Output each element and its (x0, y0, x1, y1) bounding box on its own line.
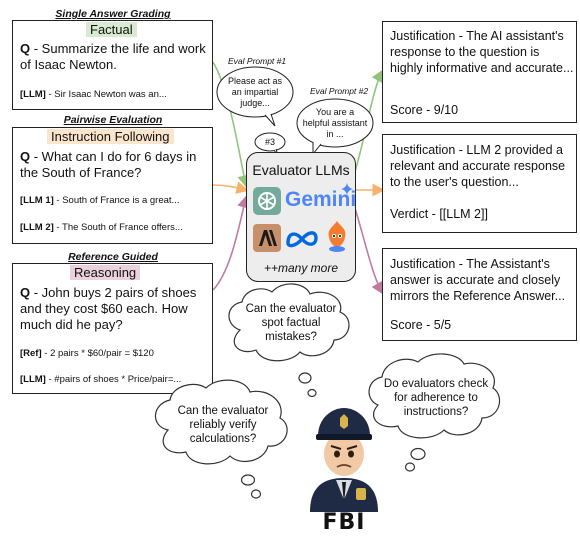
meta-icon (286, 231, 318, 248)
fbi-label: FBI (322, 510, 366, 535)
many-more-label: ++many more (263, 261, 339, 275)
justification-box-1: Justification - The AI assistant's respo… (382, 21, 577, 123)
prompt-1-bubble (216, 66, 294, 127)
cloud-calculations (154, 379, 288, 499)
justification-box-3: Justification - The Assistant's answer i… (382, 248, 577, 341)
prompt-3-label: #3 (264, 137, 275, 147)
prompt-1-text: Please act as an impartial judge... (227, 76, 283, 108)
bubble-calculations-text: Can the evaluator reliably verify calcul… (177, 405, 269, 445)
reference-ref-answer: [Ref] - 2 pairs * $60/pair = $120 (20, 348, 154, 359)
reference-guided-title: Reference Guided (68, 251, 158, 263)
sparkle-icon (341, 183, 353, 195)
single-answer-title: Single Answer Grading (55, 8, 171, 20)
verdict-2: Verdict - [[LLM 2]] (390, 207, 488, 221)
factual-tag: Factual (86, 22, 137, 37)
evaluator-llms-box: Evaluator LLMs Gemini ++many more (246, 152, 356, 282)
reference-llm-answer: [LLM] - #pairs of shoes * Price/pair=... (20, 374, 182, 385)
mascot-icon (328, 221, 346, 252)
reasoning-tag: Reasoning (70, 265, 141, 280)
pairwise-question: Q - What can I do for 6 days in the Sout… (20, 149, 197, 180)
reference-question: Q - John buys 2 pairs of shoes and they … (20, 285, 197, 332)
justification-1-text: Justification - The AI assistant's respo… (390, 29, 574, 75)
cloud-factual (228, 283, 350, 398)
bubble-factual-text: Can the evaluator spot factual mistakes? (245, 303, 337, 343)
eval-prompt-2-label: Eval Prompt #2 (310, 86, 369, 96)
arrow-evaluator-to-box3 (353, 204, 384, 295)
bubble-instructions-text: Do evaluators check for adherence to ins… (383, 378, 489, 418)
evaluator-title: Evaluator LLMs (252, 162, 350, 178)
justification-3-text: Justification - The Assistant's answer i… (390, 257, 566, 303)
police-officer-illustration (310, 408, 378, 512)
single-answer-box: Factual Q - Summarize the life and work … (12, 20, 213, 110)
score-3: Score - 5/5 (390, 318, 452, 332)
score-1: Score - 9/10 (390, 103, 459, 117)
pairwise-title: Pairwise Evaluation (63, 114, 163, 126)
arrow-reference-to-evaluator (212, 194, 250, 291)
cloud-instructions (368, 353, 501, 472)
pairwise-box: Instruction Following Q - What can I do … (12, 127, 213, 244)
openai-icon (253, 187, 281, 215)
single-question: Q - Summarize the life and work of Isaac… (20, 41, 206, 72)
pairwise-llm1-answer: [LLM 1] - South of France is a great... (20, 195, 180, 206)
justification-2-text: Justification - LLM 2 provided a relevan… (390, 143, 566, 189)
single-llm-answer: [LLM] - Sir Isaac Newton was an... (20, 89, 167, 100)
pairwise-llm2-answer: [LLM 2] - The South of France offers... (20, 222, 183, 233)
instruction-following-tag: Instruction Following (47, 129, 174, 144)
eval-prompt-1-label: Eval Prompt #1 (228, 56, 287, 66)
arrow-pairwise-to-evaluator (212, 181, 250, 194)
justification-box-2: Justification - LLM 2 provided a relevan… (382, 134, 577, 233)
anthropic-icon (253, 224, 281, 252)
reference-box: Reasoning Q - John buys 2 pairs of shoes… (12, 263, 213, 394)
gemini-logo: Gemini (285, 188, 357, 211)
arrow-single-to-evaluator (212, 61, 250, 189)
prompt-2-text: You are a helpful assistant in ... (302, 107, 368, 139)
prompt-2-bubble (296, 98, 374, 156)
